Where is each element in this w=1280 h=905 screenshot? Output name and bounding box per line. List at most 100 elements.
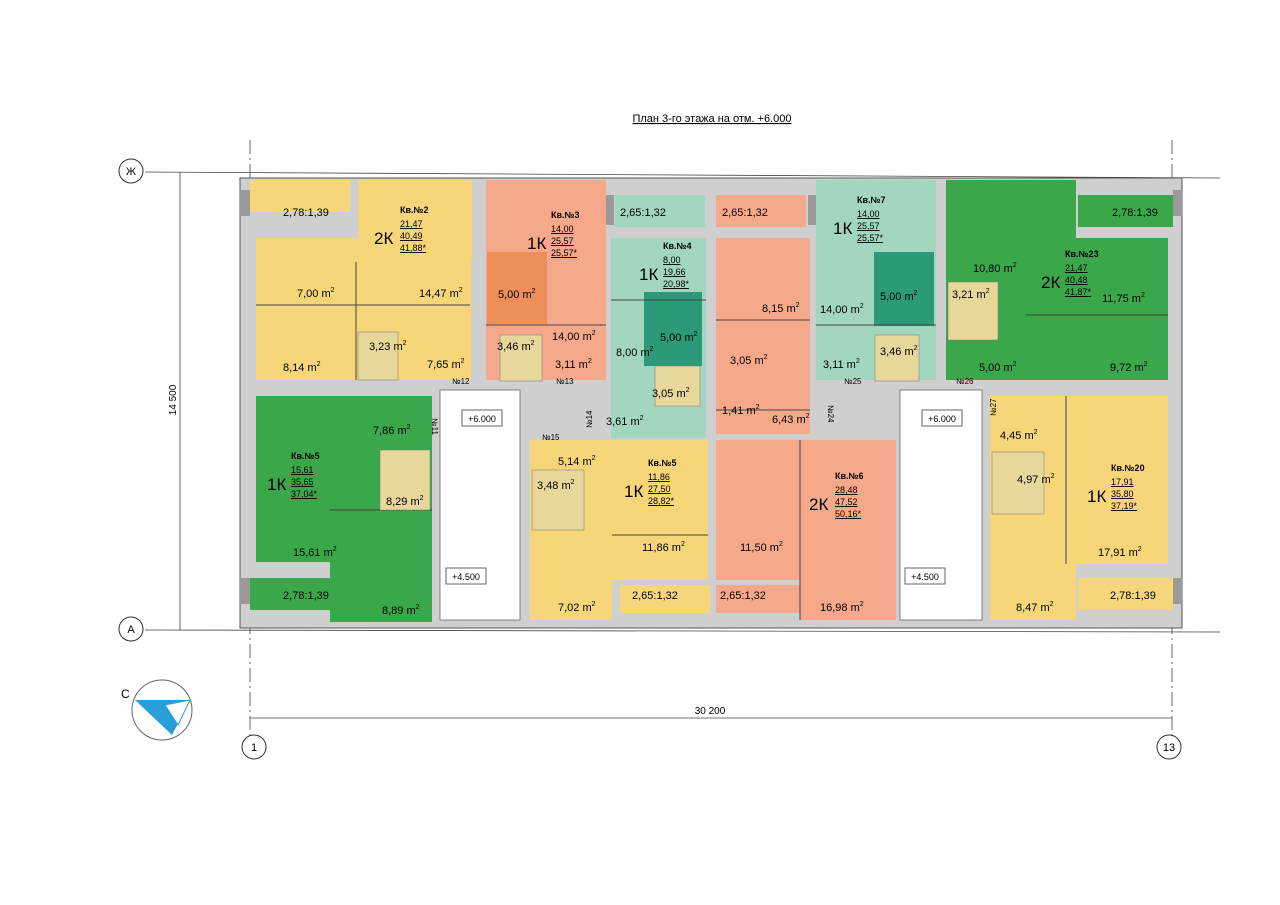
room-area: 5,00 m2 — [498, 288, 536, 301]
svg-text:25,57*: 25,57* — [551, 248, 578, 258]
svg-text:2К: 2К — [809, 495, 828, 514]
svg-text:27,50: 27,50 — [648, 484, 671, 494]
room-area: 3,48 m2 — [537, 479, 575, 492]
room-area: 7,65 m2 — [427, 358, 465, 371]
room-area: 5,00 m2 — [979, 361, 1017, 374]
svg-text:35,65: 35,65 — [291, 477, 314, 487]
room-area: 3,05 m2 — [730, 354, 768, 367]
apartment-label: Кв.№3 1К 14,00 25,57 25,57* — [527, 210, 580, 258]
elevation-label: +6.000 — [468, 414, 496, 424]
room-area: 4,45 m2 — [1000, 429, 1038, 442]
room-area: 15,61 m2 — [293, 546, 337, 559]
height-dimension: 14 500 — [168, 384, 179, 415]
svg-text:1К: 1К — [1087, 487, 1106, 506]
room-area: 8,14 m2 — [283, 361, 321, 374]
svg-text:Кв.№5: Кв.№5 — [648, 458, 677, 468]
apartment-label: Кв.№5 1К 15,61 35,65 37,04* — [267, 451, 320, 499]
room-area: 11,50 m2 — [740, 541, 783, 554]
svg-text:2К: 2К — [374, 229, 393, 248]
apartment-fills — [250, 180, 1173, 622]
elevation-label: +4.500 — [911, 572, 939, 582]
svg-text:17,91: 17,91 — [1111, 477, 1134, 487]
svg-text:Кв.№3: Кв.№3 — [551, 210, 580, 220]
svg-text:Ж: Ж — [126, 166, 136, 178]
balcony-label: 2,65:1,32 — [720, 590, 766, 602]
balcony-label: 2,78:1,39 — [1112, 207, 1158, 219]
svg-text:28,82*: 28,82* — [648, 496, 675, 506]
svg-text:28,48: 28,48 — [835, 485, 858, 495]
svg-text:11,86: 11,86 — [648, 472, 670, 482]
svg-text:13: 13 — [1163, 742, 1175, 754]
room-area: 3,61 m2 — [606, 415, 644, 428]
svg-text:14,00: 14,00 — [857, 209, 880, 219]
svg-text:Кв.№20: Кв.№20 — [1111, 463, 1145, 473]
room-area: 6,43 m2 — [772, 413, 810, 426]
apartment-label: Кв.№23 2К 21,47 40,48 41,87* — [1041, 249, 1099, 297]
room-area: 3,11 m2 — [555, 358, 592, 371]
door-number: №15 — [542, 433, 560, 442]
room-area: 7,00 m2 — [297, 287, 335, 300]
balcony-label: 2,65:1,32 — [620, 207, 666, 219]
svg-text:35,80: 35,80 — [1111, 489, 1134, 499]
room-area: 5,00 m2 — [880, 290, 918, 303]
svg-text:21,47: 21,47 — [1065, 263, 1088, 273]
room-area: 16,98 m2 — [820, 601, 864, 614]
svg-text:1: 1 — [251, 742, 257, 754]
door-number: №12 — [452, 377, 470, 386]
room-area: 7,86 m2 — [373, 424, 411, 437]
svg-text:41,87*: 41,87* — [1065, 287, 1092, 297]
compass-icon: С — [121, 679, 193, 741]
elevation-label: +6.000 — [928, 414, 956, 424]
svg-text:Кв.№23: Кв.№23 — [1065, 249, 1099, 259]
svg-text:19,66: 19,66 — [663, 267, 686, 277]
door-number: №11 — [430, 418, 439, 435]
svg-text:1К: 1К — [833, 219, 852, 238]
room-area: 8,89 m2 — [382, 604, 420, 617]
room-area: 10,80 m2 — [973, 262, 1017, 275]
svg-text:14,00: 14,00 — [551, 224, 574, 234]
room-area: 3,11 m2 — [823, 358, 860, 371]
room-area: 1,41 m2 — [722, 404, 760, 417]
room-area: 3,21 m2 — [952, 288, 990, 301]
svg-text:37,19*: 37,19* — [1111, 501, 1138, 511]
door-number: №13 — [556, 377, 574, 386]
room-area: 8,00 m2 — [616, 346, 654, 359]
window-hatches — [240, 190, 1182, 604]
svg-text:2К: 2К — [1041, 273, 1060, 292]
door-number: №14 — [585, 410, 594, 428]
svg-text:20,98*: 20,98* — [663, 279, 690, 289]
svg-text:1К: 1К — [527, 234, 546, 253]
apartment-label: Кв.№5 1К 11,86 27,50 28,82* — [624, 458, 677, 506]
svg-text:1К: 1К — [267, 475, 286, 494]
axis-marker-zh: Ж — [118, 158, 144, 184]
door-number: №24 — [826, 405, 835, 423]
axis-marker-a: А — [118, 616, 144, 642]
door-number: №26 — [956, 377, 974, 386]
room-area: 8,47 m2 — [1016, 601, 1054, 614]
svg-text:8,00: 8,00 — [663, 255, 681, 265]
room-area: 3,46 m2 — [880, 345, 918, 358]
elevation-label: +4.500 — [452, 572, 480, 582]
room-area: 5,00 m2 — [660, 331, 698, 344]
room-area: 14,47 m2 — [419, 287, 463, 300]
svg-text:50,16*: 50,16* — [835, 509, 862, 519]
room-area: 14,00 m2 — [552, 330, 596, 343]
svg-text:Кв.№5: Кв.№5 — [291, 451, 320, 461]
room-area: 4,97 m2 — [1017, 473, 1055, 486]
room-area: 11,86 m2 — [642, 541, 685, 554]
svg-text:Кв.№6: Кв.№6 — [835, 471, 864, 481]
room-area: 11,75 m2 — [1102, 292, 1145, 305]
svg-text:41,88*: 41,88* — [400, 243, 427, 253]
room-area: 3,05 m2 — [652, 387, 690, 400]
balcony-label: 2,78:1,39 — [283, 590, 329, 602]
balcony-label: 2,65:1,32 — [632, 590, 678, 602]
svg-text:25,57*: 25,57* — [857, 233, 884, 243]
apartment-label: Кв.№2 2К 21,47 40,49 41,88* — [374, 205, 429, 253]
svg-text:25,57: 25,57 — [857, 221, 880, 231]
balcony-label: 2,65:1,32 — [722, 207, 768, 219]
svg-text:47,52: 47,52 — [835, 497, 858, 507]
apartment-label: Кв.№4 1К 8,00 19,66 20,98* — [639, 241, 692, 289]
svg-text:1К: 1К — [624, 482, 643, 501]
apartment-label: Кв.№6 2К 28,48 47,52 50,16* — [809, 471, 864, 519]
room-area: 7,02 m2 — [558, 601, 596, 614]
